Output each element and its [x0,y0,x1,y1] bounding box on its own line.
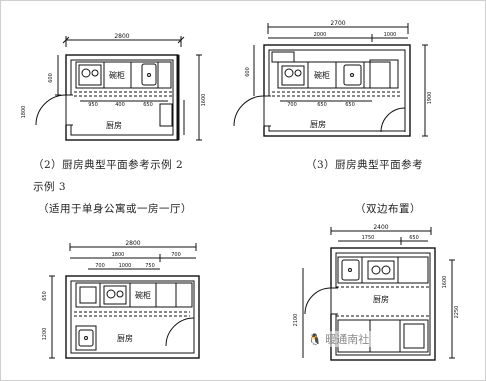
plan2-top-dim-b: 1000 [384,32,397,38]
plan4-top-dim-b: 650 [409,235,419,241]
plan1-side-dim-b: 1800 [21,106,27,119]
plan4-side-dim-c: 2250 [454,306,460,319]
plan3-oven-icon [79,286,97,304]
plan2-cabinet-label: 碗柜 [314,70,330,80]
plan1-outer-wall [65,54,179,141]
plan3-cabinet-label: 碗柜 [135,290,151,300]
plan1-fridge [159,103,173,127]
plan3-side-dim-a: 650 [42,291,48,301]
plan3-inner-wall [70,280,195,354]
plan2-sink-icon [343,64,362,86]
plan2-stove-icon [281,65,305,86]
plan2-dim-b: 650 [317,102,327,108]
plan2-overall-dim: 2700 [330,20,345,27]
plan4-overall-dim: 2400 [373,224,388,231]
plan2-inner-wall [268,49,406,132]
plan3-row-dim-b: 1000 [119,263,132,269]
plan2-dim-a: 700 [287,102,297,108]
plan3-row-dim-c: 750 [145,263,155,269]
plan3-top-dim-a: 1800 [112,252,125,258]
plan2-fridge [369,59,399,89]
plan1-stove-icon [78,64,102,86]
plan2-room-label: 厨房 [310,119,326,129]
plan1-dim-b: 400 [115,102,125,108]
plan4-side-dim-a: 2100 [293,314,299,327]
plan3-room-label: 厨房 [117,333,133,343]
plan1-cabinet-label: 碗柜 [109,70,125,80]
plan4-sink-icon [341,259,360,281]
plan1-side-dim-a: 600 [48,73,54,83]
caption-example-3-note: （双边布置） [355,203,421,215]
caption-example-2: （2）厨房典型平面参考示例 2 [33,159,184,171]
plan3-outer-wall [65,275,200,359]
plan4-stove-icon [367,260,395,280]
caption-example-3-suffix: 示例 3 [33,181,67,193]
plan3-row-dim-a: 700 [95,263,105,269]
plan2-side-dim-a: 600 [245,67,251,77]
plan2-top-dim-a: 2000 [314,32,327,38]
plan4-counter-top [337,256,429,284]
plan-3: 2800 1800 700 700 1000 750 碗柜 [42,240,200,359]
plan1-overall-dim: 2800 [114,33,129,40]
plan1-dim-c: 650 [143,102,153,108]
plan2-corner-cabinet [271,51,295,63]
plan1-room-label: 厨房 [106,120,122,130]
plan4-room-label: 厨房 [373,294,389,304]
caption-example-3-title: （3）厨房典型平面参考 [306,159,424,171]
plan-2: 2700 2000 1000 碗柜 700 6 [233,20,433,137]
plan1-side-dim-c: 1600 [201,94,207,107]
plan4-top-dim-a: 1750 [362,235,375,241]
plan3-stove-icon [103,285,127,305]
plan2-counter [277,61,391,89]
plan3-fridge [175,282,193,308]
plan3-overall-dim: 2800 [125,240,140,247]
plan1-dim-a: 950 [88,102,98,108]
plan2-side-dim-b: 1900 [427,92,433,105]
plan2-outer-wall [263,44,411,137]
plan3-top-dim-b: 700 [171,252,181,258]
plan2-dim-c: 650 [345,102,355,108]
plan3-sink-icon [75,325,97,351]
caption-example-2-note: （适用于单身公寓或一房一厅） [38,203,192,215]
plan4-fridge [403,323,425,349]
plan4-side-dim-b: 1600 [442,276,448,289]
watermark: 🐧 暖通南社 [306,331,372,347]
plan-1: 2800 碗柜 950 400 6 [21,33,207,141]
plan1-sink-icon [141,63,157,86]
plan3-side-dim-b: 1200 [42,328,48,341]
